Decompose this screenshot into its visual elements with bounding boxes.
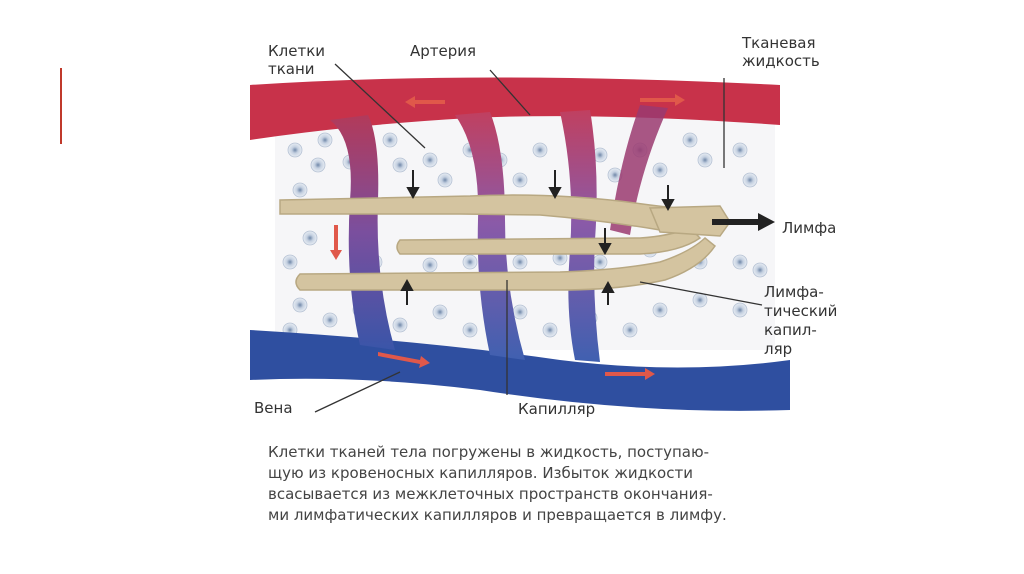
tissue-cell [652,302,668,318]
tissue-cell [732,254,748,270]
lymph-vessels [279,194,731,291]
tissue-cell [682,132,698,148]
tissue-cell [592,254,608,270]
capillary-right [560,110,600,362]
label-lymph-capillary: Лимфа- тический капил- ляр [764,283,838,358]
tissue-cells [282,127,768,338]
tissue-cell [462,254,478,270]
tissue-cell [422,152,438,168]
tissue-cell [732,302,748,318]
tissue-cell [287,142,303,158]
caption: Клетки тканей тела погружены в жидкость,… [268,442,868,526]
leader-lines [314,63,763,413]
label-capillary: Капилляр [518,400,596,418]
artery [250,77,780,140]
tissue-cell [322,312,338,328]
tissue-cell [512,304,528,320]
label-artery: Артерия [410,42,477,60]
tissue-cell [542,322,558,338]
vein [250,330,790,411]
tissue-cell [392,317,408,333]
caption-line: Клетки тканей тела погружены в жидкость,… [268,443,709,461]
tissue-cell [292,297,308,313]
tissue-cell [462,322,478,338]
tissue-cell [437,172,453,188]
fluid-arrows [400,170,675,305]
caption-line: всасывается из межклеточных пространств … [268,485,713,503]
tissue-cell [292,182,308,198]
tissue-cell [382,132,398,148]
tissue-cell [622,322,638,338]
label-tissue-cells: Клетки ткани [268,42,326,78]
tissue-cell [742,172,758,188]
label-tissue-fluid: Тканевая жидкость [742,34,820,70]
tissue-cell [392,157,408,173]
tissue-cell [732,142,748,158]
tissue-cell [532,142,548,158]
caption-line: щую из кровеносных капилляров. Избыток ж… [268,464,693,482]
flow-arrows [330,94,685,380]
tissue-cell [512,172,528,188]
tissue-cell [432,304,448,320]
tissue-cell [752,262,768,278]
tissue-cell [317,132,333,148]
label-lymph: Лимфа [782,219,837,237]
tissue-cell [282,254,298,270]
tissue-cell [512,254,528,270]
caption-line: ми лимфатических капилляров и превращает… [268,506,727,524]
tissue-cell [697,152,713,168]
tissue-cell [302,230,318,246]
tissue-cell [422,257,438,273]
tissue-cell [310,157,326,173]
lymph-outflow-arrow [712,213,775,231]
label-vein: Вена [254,399,293,417]
tissue-cell [652,162,668,178]
accent-bar [60,68,62,144]
capillary-left [330,115,395,350]
tissue-cell [692,292,708,308]
